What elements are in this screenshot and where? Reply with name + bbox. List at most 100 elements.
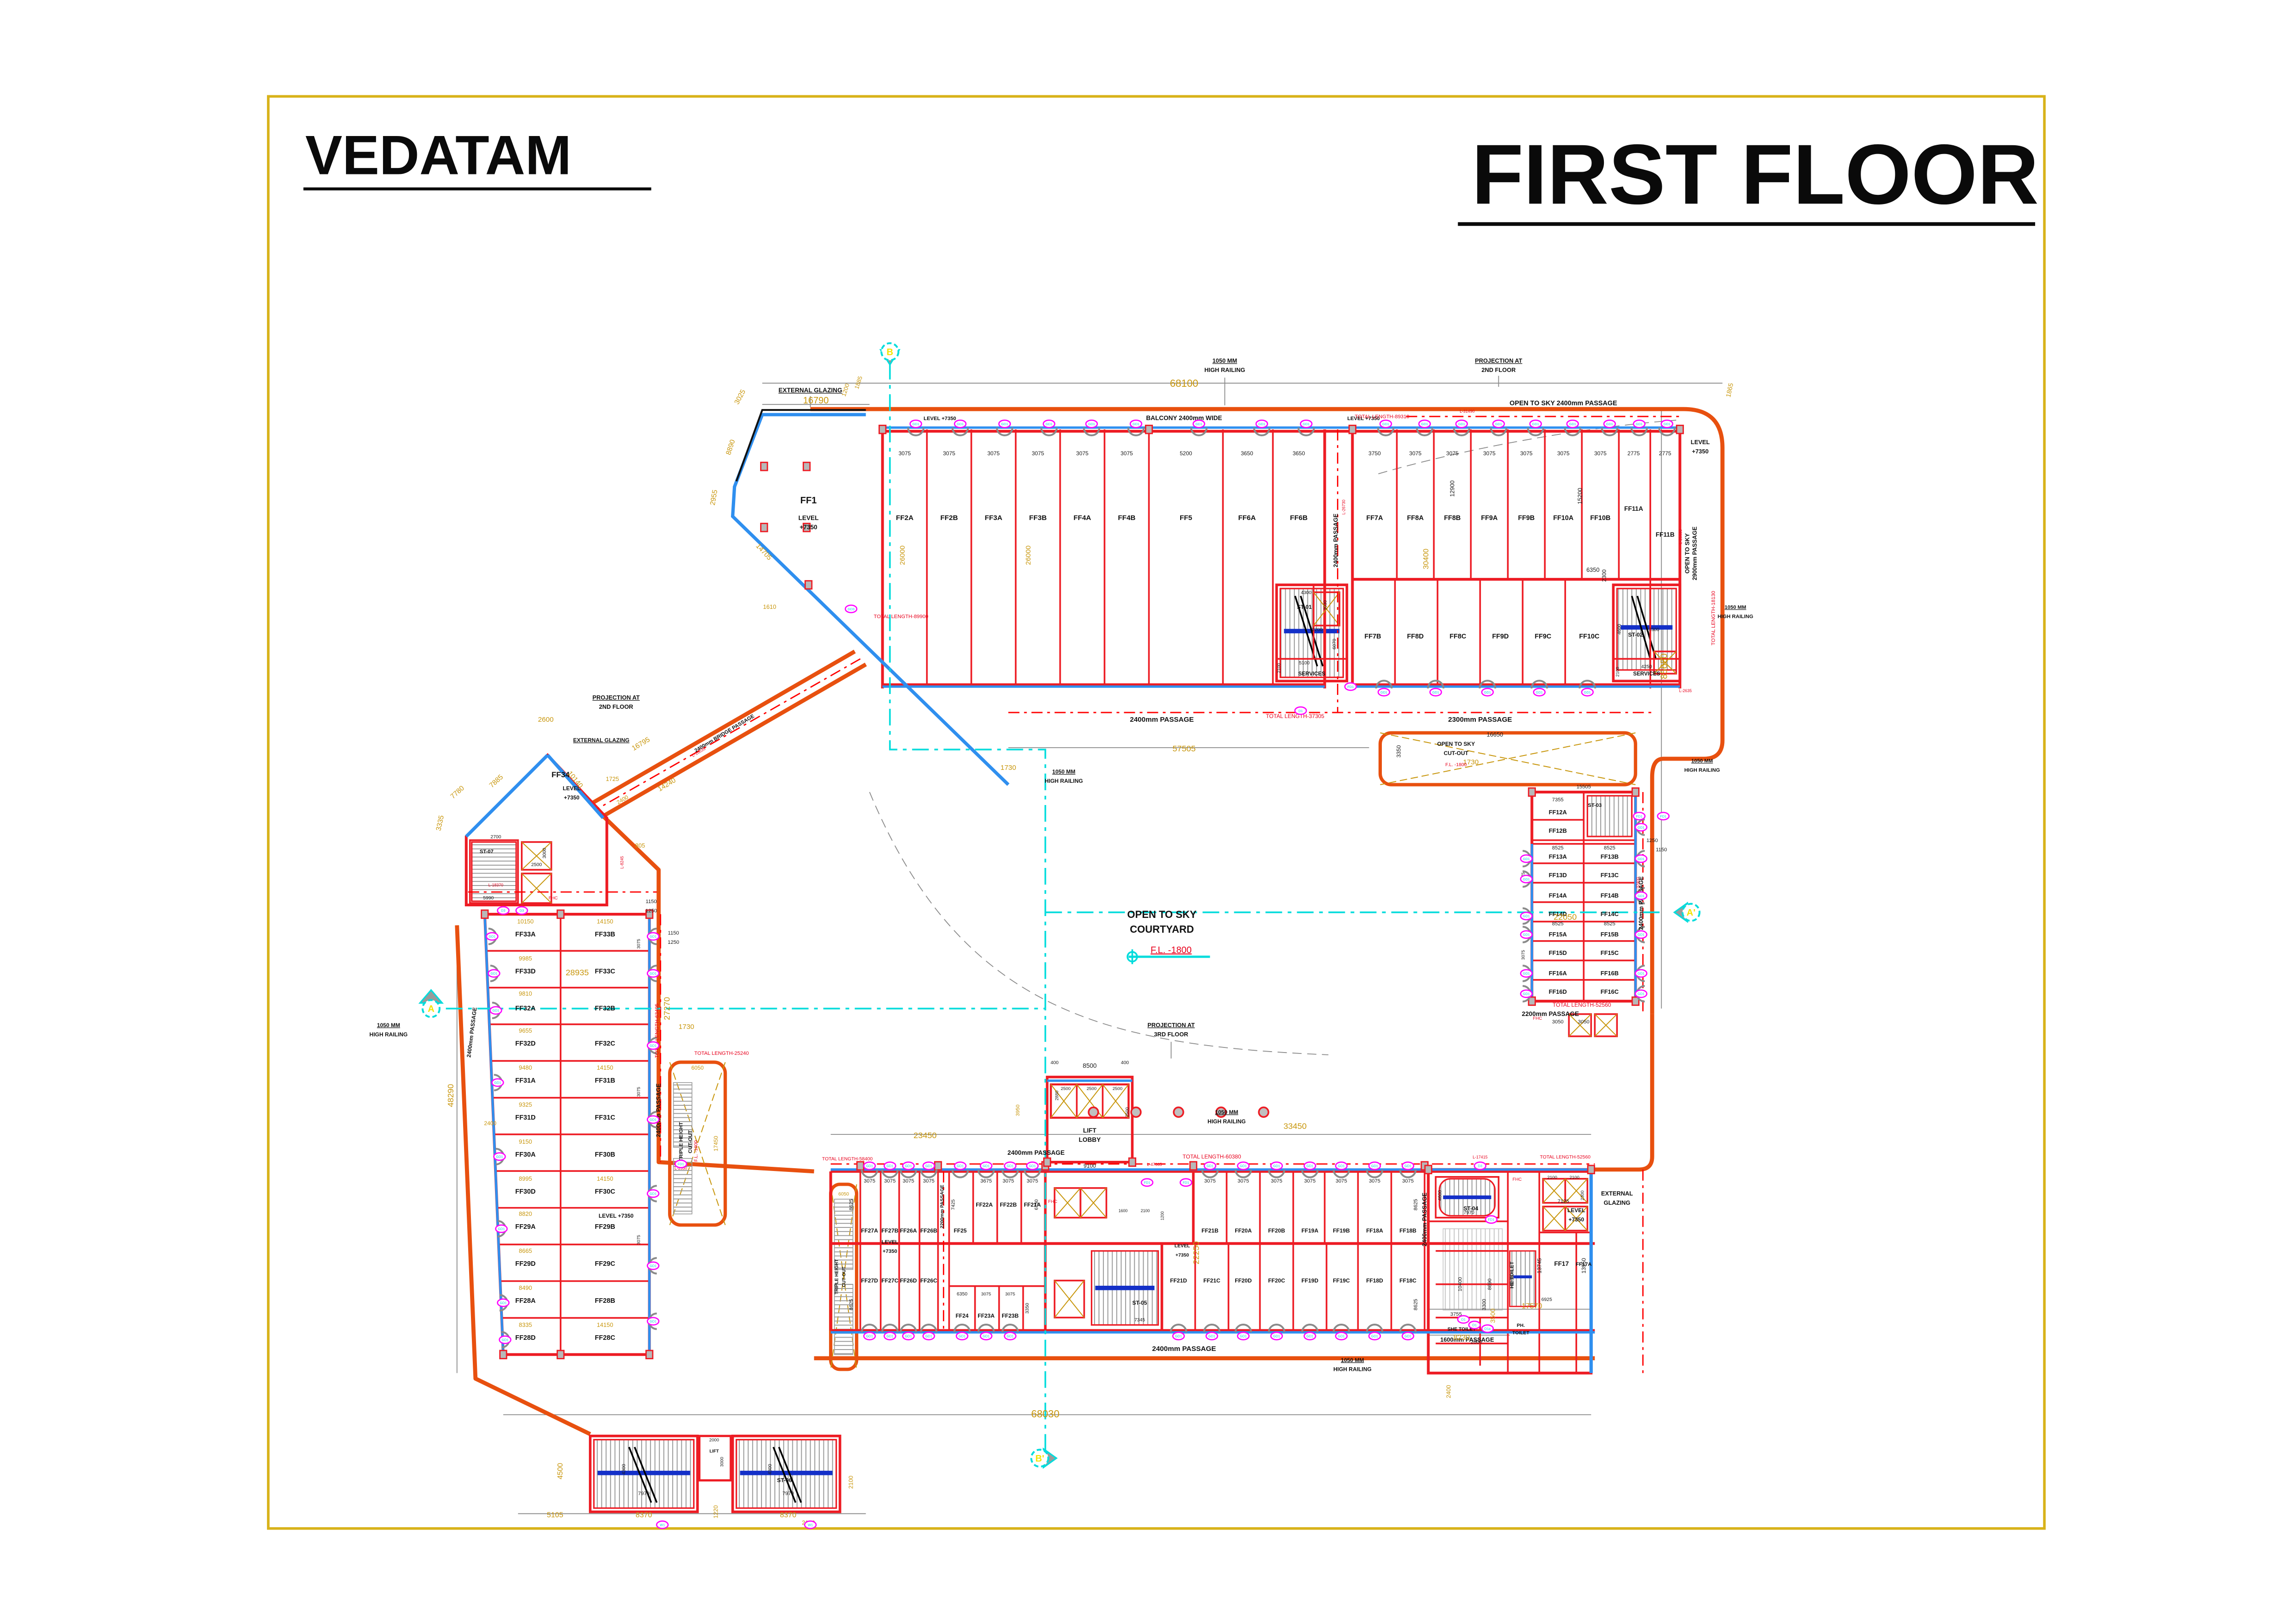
marker-GD1: GD1 [1088,422,1095,426]
section-lines [446,363,1662,1451]
marker-GD1: GD1 [983,1164,990,1168]
room-label-FF19A: FF19A [1301,1227,1318,1234]
room-label-FF19D: FF19D [1301,1277,1318,1284]
length-label: L-8245 [620,856,625,868]
door-arc [1366,1169,1384,1178]
lift-shafts [520,591,1677,1319]
dim-label: 3950 [1015,1104,1021,1116]
note-label: +7350 [1692,448,1708,455]
marker-ellipse-GD1 [1634,930,1647,939]
dim-label: 8690 [1487,1278,1492,1290]
marker-GD1: GD1 [650,1319,656,1324]
marker-GD1: GD1 [1405,1164,1411,1168]
length-label: TOTAL LENGTH-58400 [822,1157,873,1162]
marker-GD1: GD1 [650,1264,656,1268]
note-label: LEVEL [1691,439,1710,446]
room-label-FF13B: FF13B [1601,853,1619,860]
dim-label: 2100 [1547,1175,1557,1180]
marker-ellipse-FD1 [1344,682,1357,691]
room-label-FF2A: FF2A [896,514,914,522]
dim-label: 7780 [449,784,466,800]
dim-label: 3000 [542,848,547,858]
room-label-FF20C: FF20C [1268,1277,1285,1284]
dim-label: 8370 [780,1511,797,1519]
note-label: EXTERNAL GLAZING [573,737,630,743]
dim-label: 8525 [1604,845,1615,851]
room-label-FF13D: FF13D [1549,872,1567,879]
marker-GD1: GD1 [1636,422,1643,426]
floor-title: FIRST FLOOR [1472,126,2039,222]
door-arc [899,1323,917,1332]
dim-label: 10400 [1457,1277,1463,1291]
marker-ellipse-GD1 [1520,930,1533,939]
note-label: CUT-OUT [688,1130,693,1153]
room-label-FF33B: FF33B [595,931,615,938]
note-label: 1050 MM [1215,1109,1238,1115]
note-label: BALCONY 2400mm WIDE [1146,415,1222,421]
marker-GD1: GD1 [1458,422,1465,426]
marker-FD1: FD1 [1488,1218,1495,1222]
marker-ellipse-GD1 [1520,911,1533,921]
room-label-FF29A: FF29A [515,1223,536,1231]
dim-label: 2100 [1276,663,1281,673]
marker-GD1: GD1 [905,1164,912,1168]
door-arc [920,1323,938,1332]
marker-ellipse-GD1 [1300,419,1313,428]
dim-label: 12900 [1448,480,1455,497]
marker-ellipse-GD1 [1520,969,1533,978]
marker-GD1: GD1 [1421,422,1428,426]
marker-ellipse-GD1 [647,969,660,978]
dim-label: 6070 [1332,638,1337,649]
door-arc [951,1169,969,1178]
dim-label: 14150 [597,1064,613,1071]
project-title: VEDATAM [305,124,571,186]
marker-GD1: GD1 [1303,422,1310,426]
room-label-FF20D: FF20D [1235,1277,1252,1284]
marker-ellipse-GD1 [883,1161,897,1171]
note-label: LEVEL +7350 [923,416,956,421]
dim-label: 7970 [782,1491,794,1497]
note-label: ST-06 [777,1477,792,1484]
room-label-FF31B: FF31B [595,1077,615,1084]
marker-GD1: GD1 [1532,422,1539,426]
dim-label: 2400 [1445,1385,1452,1398]
dim-label: 7125 [1558,1199,1569,1204]
dim-label: 3755 [1450,1312,1462,1317]
door-arc [1040,427,1058,436]
outer-walls [455,407,1725,1436]
columns [481,424,1684,1359]
marker-ellipse-GD1 [1520,874,1533,884]
room-label-FF21D: FF21D [1170,1277,1187,1284]
door-arc [977,1169,995,1178]
length-label: TOTAL LENGTH-60380 [1182,1153,1241,1160]
dim-label: 13950 [1580,1258,1587,1274]
length-label: L-26730 [1341,500,1346,514]
marker-ellipse-GD1 [1401,1332,1415,1341]
dim-label: 9325 [519,1101,532,1108]
room-label-FF28A: FF28A [515,1297,536,1305]
dim-label: 2500 [1113,1086,1122,1091]
room-label-FF14C: FF14C [1601,911,1619,917]
dim-label: 2100 [1570,1175,1579,1180]
marker-GD1: GD1 [1258,422,1265,426]
room-label-FF9A: FF9A [1481,514,1498,522]
section-letter-A': A' [1687,908,1696,918]
dim-label: 6350 [957,1292,967,1297]
length-label: FHC [1533,1016,1542,1021]
marker-ellipse-GD1 [1634,823,1647,832]
door-arc [1201,1169,1219,1178]
door-arc [907,427,925,436]
door-arc [1366,1323,1384,1332]
room-label-FF6B: FF6B [1290,514,1307,522]
door-arc [1297,427,1315,436]
dim-label: 3075 [1076,450,1089,457]
door-arc [953,1323,971,1332]
door-arc [1530,680,1548,689]
dim-label: 3075 [981,1292,991,1297]
room-label-FF22A: FF22A [976,1202,993,1208]
room-label-FF18B: FF18B [1399,1227,1417,1234]
marker-ellipse-GD1 [979,1332,993,1341]
note-label: HIGH RAILING [1684,768,1720,773]
note-label: HIGH RAILING [1045,778,1083,784]
